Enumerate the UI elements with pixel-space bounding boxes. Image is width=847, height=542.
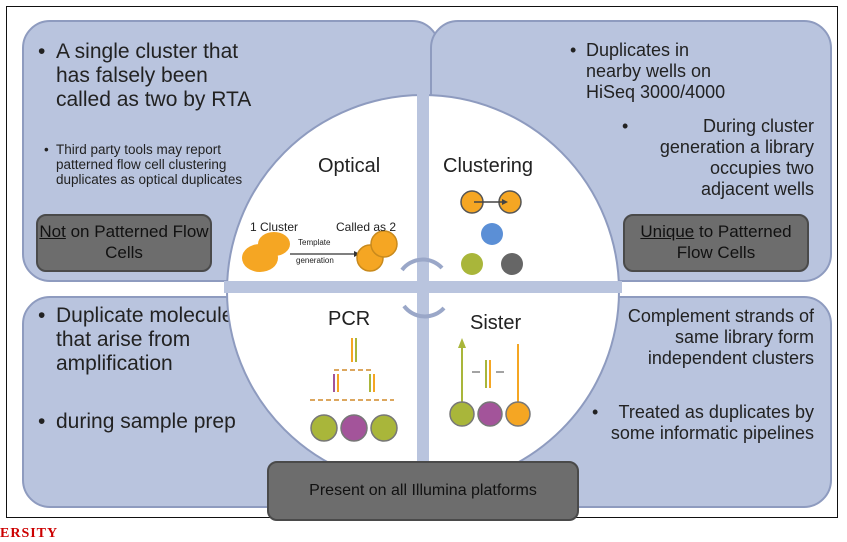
cluster-blob-icon: [258, 232, 290, 256]
present-banner: Present on all Illumina platforms: [267, 461, 579, 521]
bullet-icon: •: [38, 40, 46, 63]
pcr-tree-icon: [310, 338, 394, 401]
arrow-head-icon: [502, 199, 508, 205]
tag-not-patterned: Not on Patterned Flow Cells: [36, 214, 212, 272]
pcr-description-2: during sample prep: [56, 410, 236, 433]
sister-description: Complement strands of same library form …: [627, 306, 814, 368]
sister-cluster-olive-icon: [449, 401, 475, 427]
clustering-description-2: During cluster generation a library occu…: [659, 116, 814, 199]
clustering-description-1: Duplicates in nearby wells on HiSeq 3000…: [586, 40, 726, 102]
sister-note: Treated as duplicates by some informatic…: [610, 402, 814, 443]
tag-unique-patterned: Unique to Patterned Flow Cells: [623, 214, 809, 272]
tag-rest: to Patterned Flow Cells: [676, 222, 792, 262]
bullet-icon: •: [44, 142, 49, 157]
label-one-cluster: 1 Cluster: [250, 220, 299, 234]
label-pcr: PCR: [328, 308, 371, 330]
bullet-icon: •: [592, 402, 599, 422]
bullet-icon: •: [570, 40, 577, 60]
bullet-icon: •: [622, 116, 629, 136]
label-clustering: Clustering: [443, 155, 534, 177]
well-gray-icon: [501, 253, 523, 275]
bullet-icon: •: [38, 410, 46, 433]
tag-rest: on Patterned Flow Cells: [65, 222, 209, 262]
label-sister: Sister: [470, 312, 522, 334]
tag-underlined: Unique: [640, 222, 695, 241]
bullet-icon: •: [38, 304, 46, 327]
called-cluster-icon: [370, 230, 398, 258]
cycle-arrow-icon: [400, 257, 444, 272]
well-olive-icon: [461, 253, 483, 275]
optical-note: Third party tools may report patterned f…: [56, 142, 243, 187]
sister-cluster-orange-icon: [505, 401, 531, 427]
pcr-cluster-purple-icon: [340, 414, 368, 442]
arrow-head-icon: [458, 338, 466, 348]
cycle-arrow-icon: [402, 304, 446, 319]
pcr-cluster-olive-icon: [370, 414, 398, 442]
sister-cluster-purple-icon: [477, 401, 503, 427]
well-blue-icon: [481, 223, 503, 245]
pcr-description-1: Duplicate molecules that arise from ampl…: [56, 304, 244, 375]
central-circle-diagram: [224, 92, 622, 490]
label-optical: Optical: [318, 155, 381, 177]
label-called-as-2: Called as 2: [336, 220, 397, 234]
footer-text: ERSITY: [0, 526, 59, 541]
pcr-cluster-olive-icon: [310, 414, 338, 442]
label-generation: generation: [296, 256, 334, 265]
tag-underlined: Not: [39, 222, 66, 241]
optical-description: A single cluster that has falsely been c…: [56, 40, 252, 111]
label-template: Template: [298, 238, 331, 247]
